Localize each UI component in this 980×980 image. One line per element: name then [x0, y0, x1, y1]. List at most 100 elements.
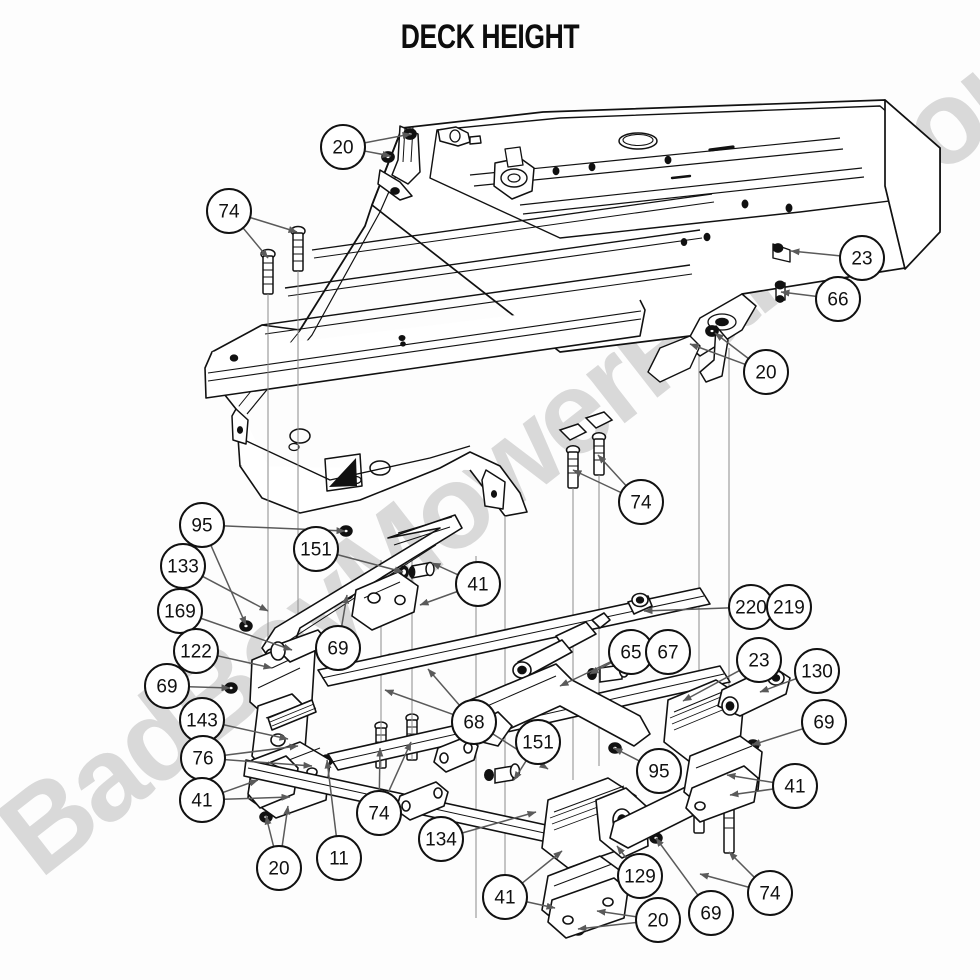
leader-line: [572, 469, 622, 494]
callout-bubble-41[interactable]: 41: [482, 850, 563, 920]
callout-bubble-151[interactable]: 151: [293, 526, 404, 574]
callout-circle[interactable]: [801, 699, 847, 745]
leader-line: [210, 544, 247, 626]
callout-bubble-151[interactable]: 151: [513, 719, 561, 781]
callout-circle[interactable]: [636, 748, 682, 794]
callout-circle[interactable]: [179, 777, 225, 823]
leader-line: [249, 216, 298, 233]
callout-number: 20: [268, 859, 289, 880]
callout-circle[interactable]: [418, 816, 464, 862]
callout-bubble-169[interactable]: 169: [157, 588, 293, 651]
callout-circle[interactable]: [766, 584, 812, 630]
leader-line: [224, 743, 299, 756]
callout-circle[interactable]: [635, 897, 681, 943]
callout-circle[interactable]: [157, 588, 203, 634]
callout-number: 23: [851, 249, 872, 270]
callout-bubble-69[interactable]: 69: [655, 837, 734, 936]
callout-number: 74: [630, 493, 652, 514]
callout-number: 20: [647, 911, 668, 932]
callout-number: 130: [801, 662, 833, 683]
callout-bubble-20[interactable]: 20: [256, 805, 302, 891]
callout-bubble-69[interactable]: 69: [144, 663, 231, 709]
callout-circle[interactable]: [206, 188, 252, 234]
callout-bubble-67[interactable]: 67: [645, 629, 691, 675]
bolt-74-b: [290, 225, 306, 272]
callout-bubble-20[interactable]: 20: [689, 332, 789, 395]
callout-bubble-74[interactable]: 74: [206, 188, 298, 259]
callout-bubble-95[interactable]: 95: [613, 747, 682, 794]
callout-number: 122: [180, 642, 212, 663]
leader-line: [264, 815, 275, 847]
callout-bubble-11[interactable]: 11: [316, 759, 362, 881]
callout-circle[interactable]: [173, 628, 219, 674]
callout-bubble-23[interactable]: 23: [682, 637, 782, 702]
callout-circle[interactable]: [743, 349, 789, 395]
callout-number: 74: [218, 202, 240, 223]
callout-circle[interactable]: [356, 790, 402, 836]
callout-bubble-220[interactable]: 220: [643, 584, 774, 630]
leader-line: [714, 332, 749, 360]
callout-number: 69: [813, 713, 834, 734]
callout-circle[interactable]: [839, 235, 885, 281]
callout-number: 151: [300, 540, 332, 561]
callout-bubble-129[interactable]: 129: [616, 845, 663, 899]
leader-line: [461, 810, 537, 834]
callout-circle[interactable]: [618, 479, 664, 525]
leader-line: [759, 677, 797, 693]
callout-bubble-122[interactable]: 122: [173, 628, 273, 674]
callout-circle[interactable]: [179, 502, 225, 548]
callout-bubble-219[interactable]: 219: [766, 584, 812, 630]
callout-circle[interactable]: [256, 845, 302, 891]
leader-line: [202, 575, 269, 612]
callout-circle[interactable]: [451, 699, 497, 745]
callout-circle[interactable]: [747, 870, 793, 916]
callout-circle[interactable]: [794, 648, 840, 694]
callout-number: 69: [700, 904, 721, 925]
callout-circle[interactable]: [293, 526, 339, 572]
callout-bubble-41[interactable]: 41: [419, 561, 501, 607]
callout-bubble-95[interactable]: 95: [179, 502, 346, 626]
callout-bubble-74[interactable]: 74: [572, 454, 664, 525]
leader-line: [729, 788, 774, 798]
leader-line: [200, 617, 293, 651]
callout-bubble-74[interactable]: 74: [356, 741, 412, 836]
callout-circle[interactable]: [515, 719, 561, 765]
leader-line: [728, 851, 755, 878]
callout-circle[interactable]: [736, 637, 782, 683]
leader-line: [427, 668, 461, 706]
deck-frame-assembly: [204, 99, 941, 517]
callout-circle[interactable]: [315, 625, 361, 671]
callout-circle[interactable]: [455, 561, 501, 607]
callout-circle[interactable]: [316, 835, 362, 881]
callout-bubble-76[interactable]: 76: [180, 735, 313, 781]
callout-circle[interactable]: [320, 124, 366, 170]
callout-bubble-66[interactable]: 66: [780, 276, 861, 322]
callout-bubble-20[interactable]: 20: [577, 897, 681, 943]
callout-bubble-69[interactable]: 69: [315, 594, 361, 671]
callout-bubble-74[interactable]: 74: [699, 851, 793, 916]
leader-line: [521, 850, 563, 884]
callout-number: 41: [191, 791, 212, 812]
callout-bubble-20[interactable]: 20: [320, 124, 412, 170]
callout-bubble-143[interactable]: 143: [179, 697, 289, 743]
callout-bubble-134[interactable]: 134: [418, 810, 537, 862]
callout-bubble-133[interactable]: 133: [160, 543, 269, 612]
callout-circle[interactable]: [617, 853, 663, 899]
callout-circle[interactable]: [482, 874, 528, 920]
callout-bubble-130[interactable]: 130: [759, 648, 840, 694]
callout-circle[interactable]: [160, 543, 206, 589]
callout-circle[interactable]: [815, 276, 861, 322]
callout-circle[interactable]: [645, 629, 691, 675]
callout-bubble-41[interactable]: 41: [726, 763, 818, 809]
callout-circle[interactable]: [772, 763, 818, 809]
callout-bubble-23[interactable]: 23: [790, 235, 885, 281]
callout-bubble-65[interactable]: 65: [559, 629, 654, 687]
callout-circle[interactable]: [144, 663, 190, 709]
callout-circle[interactable]: [688, 890, 734, 936]
callout-number: 95: [191, 516, 212, 537]
callout-bubble-41[interactable]: 41: [179, 777, 291, 823]
callout-number: 69: [156, 677, 177, 698]
callout-number: 20: [332, 138, 353, 159]
callout-number: 66: [827, 290, 848, 311]
callout-bubble-69[interactable]: 69: [751, 699, 847, 746]
